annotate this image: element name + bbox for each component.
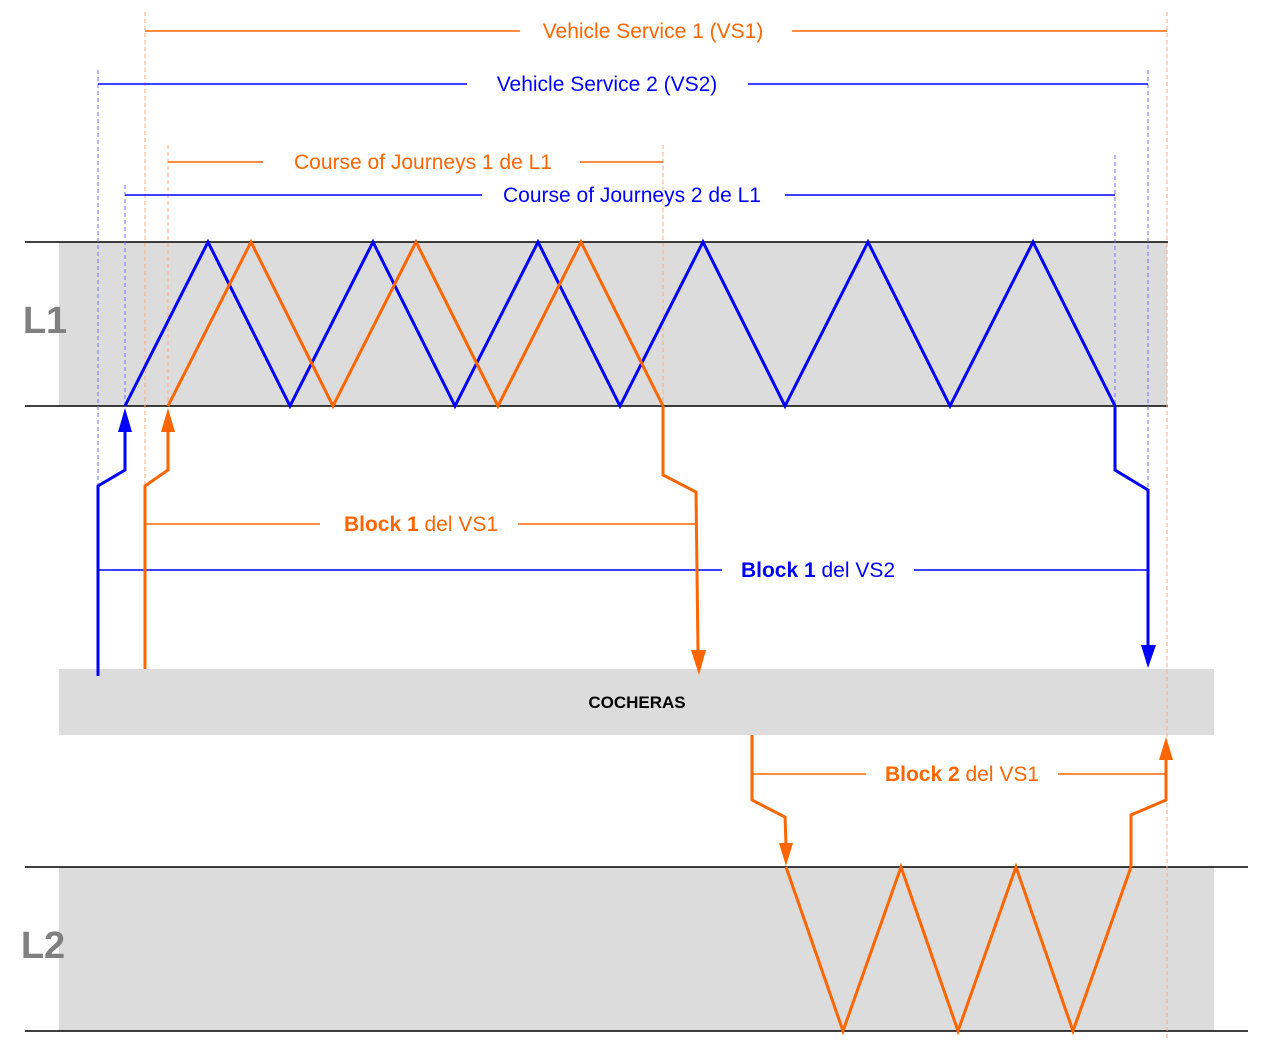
vs1-pull-in-block1 <box>661 406 706 675</box>
vs1-pull-out <box>143 408 175 669</box>
block1-vs1-span: Block 1 del VS1 <box>145 513 696 536</box>
vs2-span: Vehicle Service 2 (VS2) <box>98 73 1148 96</box>
course-of-journeys-1-span: Course of Journeys 1 de L1 <box>168 151 663 174</box>
depot-band <box>59 669 1214 735</box>
vs1-pull-in-block2 <box>1129 737 1173 867</box>
line-l2-label: L2 <box>21 925 65 967</box>
course-of-journeys-2-span: Course of Journeys 2 de L1 <box>125 184 1115 207</box>
block2-vs1-span: Block 2 del VS1 <box>752 763 1166 786</box>
arrow-up-icon <box>118 408 132 432</box>
svg-text:Block 1 del VS1: Block 1 del VS1 <box>344 513 498 536</box>
svg-text:Course of Journeys 2 de L1: Course of Journeys 2 de L1 <box>503 184 761 207</box>
depot-label: COCHERAS <box>588 693 685 712</box>
vs1-journeys-l1 <box>166 238 665 410</box>
line-l2-band <box>59 867 1214 1031</box>
svg-text:Vehicle Service 1 (VS1): Vehicle Service 1 (VS1) <box>543 20 764 43</box>
svg-text:Block 2 del VS1: Block 2 del VS1 <box>885 763 1039 786</box>
arrow-down-icon <box>1141 645 1156 668</box>
arrow-down-icon <box>779 843 793 866</box>
vs2-pull-out <box>96 408 132 676</box>
vs1-journeys-l2 <box>784 862 1133 1036</box>
vs1-span: Vehicle Service 1 (VS1) <box>145 20 1167 43</box>
svg-text:Course of Journeys 1 de L1: Course of Journeys 1 de L1 <box>294 151 552 174</box>
line-l1-label: L1 <box>23 300 67 342</box>
arrow-up-icon <box>1159 737 1173 760</box>
line-l1-band <box>59 242 1167 406</box>
vs2-pull-in <box>1113 406 1156 668</box>
svg-text:Vehicle Service 2 (VS2): Vehicle Service 2 (VS2) <box>497 73 718 96</box>
vs1-pull-out-block2 <box>750 735 793 866</box>
arrow-up-icon <box>161 408 175 432</box>
vs2-journeys-l1 <box>123 238 1117 410</box>
arrow-down-icon <box>691 650 706 675</box>
block1-vs2-span: Block 1 del VS2 <box>98 559 1148 582</box>
svg-text:Block 1 del VS2: Block 1 del VS2 <box>741 559 895 582</box>
